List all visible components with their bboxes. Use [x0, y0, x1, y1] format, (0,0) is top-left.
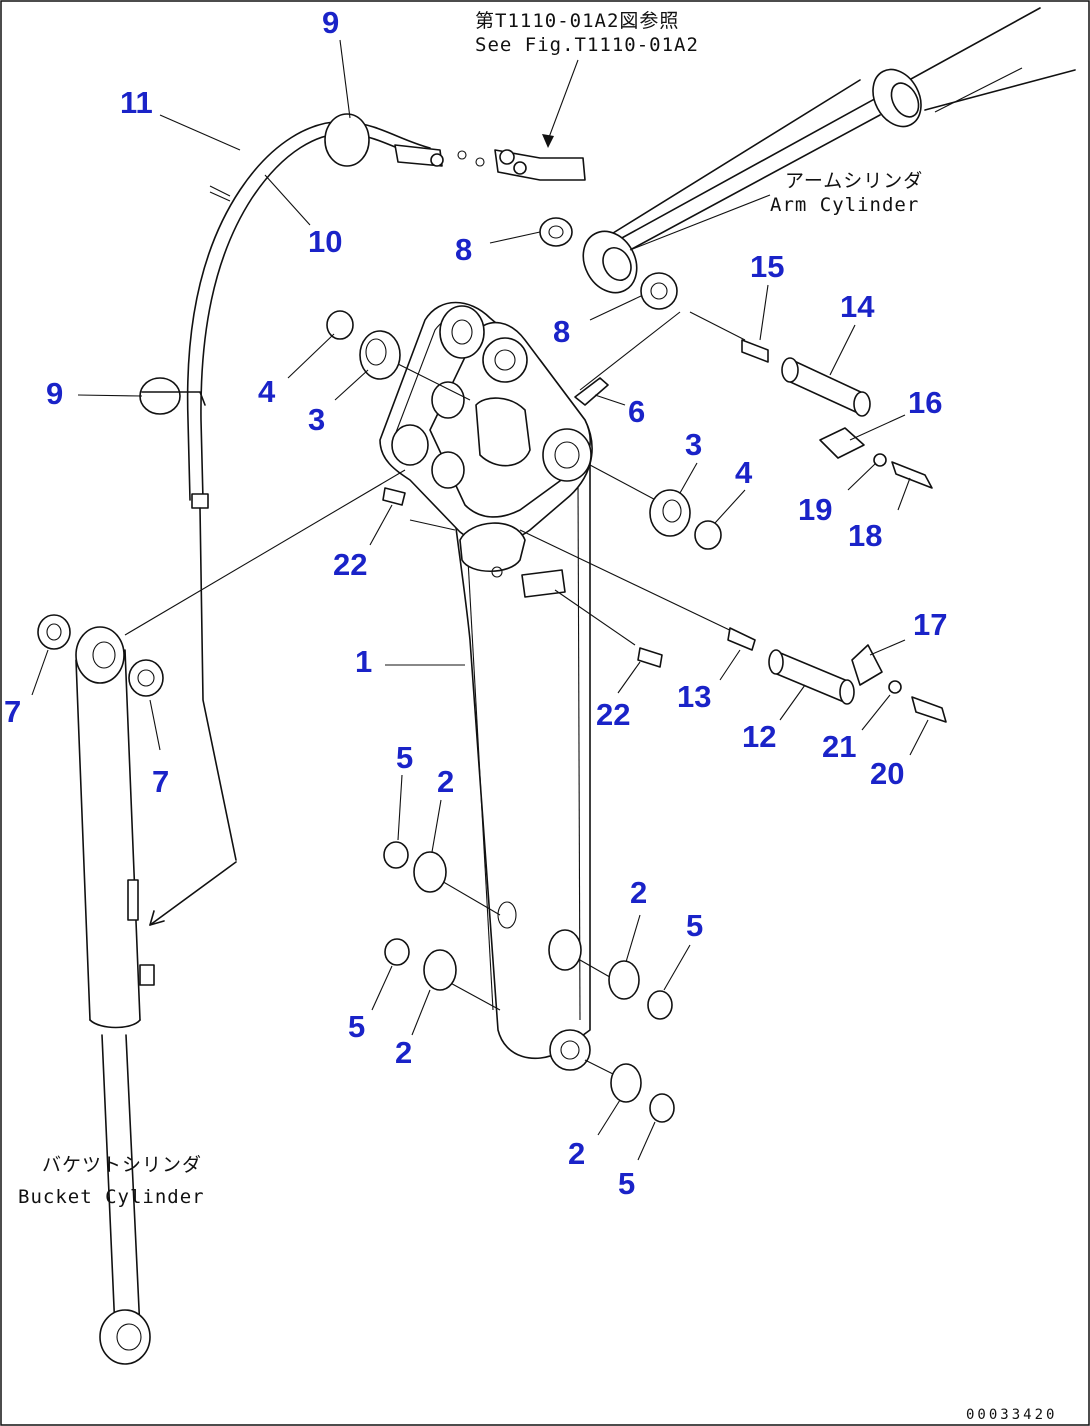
arm-body: [379, 301, 593, 1071]
callout-21: 21: [822, 729, 856, 764]
arm-cylinder-label-en: Arm Cylinder: [770, 194, 919, 216]
callout-9: 9: [322, 5, 339, 40]
callout-3: 3: [308, 402, 325, 437]
bucket-cylinder-label-en: Bucket Cylinder: [18, 1186, 205, 1208]
grease-piping: [139, 59, 586, 926]
callout-5: 5: [686, 908, 703, 943]
callout-14: 14: [840, 289, 875, 324]
drawing-code: 00033420: [966, 1407, 1057, 1423]
arm-cylinder-label-jp: アームシリンダ: [785, 170, 923, 192]
callout-8: 8: [553, 314, 570, 349]
callout-22: 22: [333, 547, 367, 582]
callout-22: 22: [596, 697, 630, 732]
small-parts: [326, 310, 947, 1123]
callout-17: 17: [913, 607, 947, 642]
bushing-3-upper: [359, 330, 401, 380]
callout-4: 4: [735, 455, 753, 490]
callout-5: 5: [348, 1009, 365, 1044]
leader-lines: [31, 39, 929, 1161]
reference-note-en: See Fig.T1110-01A2: [475, 34, 699, 56]
callout-3: 3: [685, 427, 702, 462]
callout-7: 7: [4, 694, 21, 729]
callout-6: 6: [628, 394, 645, 429]
callout-10: 10: [308, 224, 342, 259]
callout-2: 2: [395, 1035, 412, 1070]
callout-11: 11: [120, 85, 153, 120]
bucket-cylinder: [75, 626, 155, 1365]
callout-1: 1: [355, 644, 372, 679]
washer-7-right: [128, 659, 164, 697]
callout-7: 7: [152, 764, 169, 799]
callout-5: 5: [618, 1166, 635, 1201]
callout-19: 19: [798, 492, 832, 527]
callout-2: 2: [437, 764, 454, 799]
callout-4: 4: [258, 374, 276, 409]
callout-8: 8: [455, 232, 472, 267]
washer-7-left: [37, 614, 71, 650]
callout-16: 16: [908, 385, 942, 420]
callout-9: 9: [46, 376, 63, 411]
reference-note-jp: 第T1110-01A2図参照: [475, 10, 679, 32]
callout-18: 18: [848, 518, 882, 553]
callout-15: 15: [750, 249, 784, 284]
callout-2: 2: [630, 875, 647, 910]
callout-13: 13: [677, 679, 711, 714]
arm-cylinder: [582, 7, 1076, 294]
callout-2: 2: [568, 1136, 585, 1171]
callout-20: 20: [870, 756, 904, 791]
callout-5: 5: [396, 740, 413, 775]
center-lines: [124, 311, 746, 1076]
washer-8-lower: [640, 272, 678, 310]
bucket-cylinder-label-jp: バケツトシリンダ: [42, 1154, 202, 1176]
callout-12: 12: [742, 719, 776, 754]
washer-8-upper: [539, 217, 573, 247]
